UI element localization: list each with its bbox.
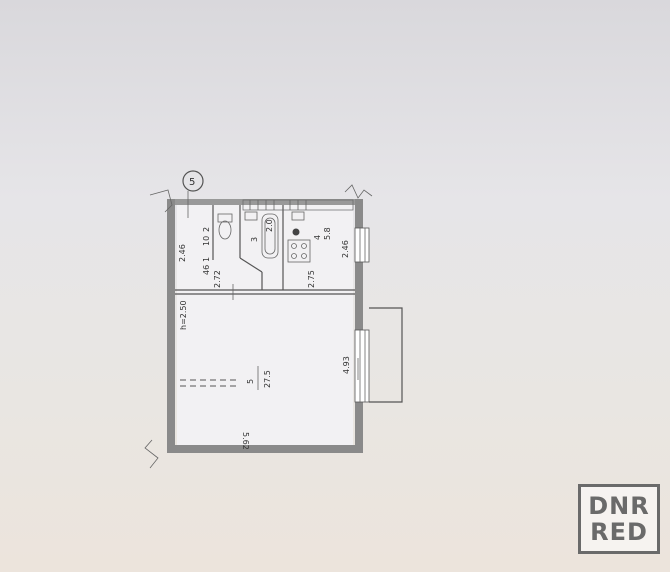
room-5-area: 27.5 [263,370,272,388]
room-4-area: 5.8 [323,227,332,240]
balcony [369,307,403,403]
room-4-number: 4 [313,235,322,240]
watermark-line-1: DNR [588,492,650,520]
room-2-area: 10 [202,236,211,246]
top-wall [175,199,355,205]
bottom-wall [167,445,363,453]
ceiling-height: h=2.50 [179,300,188,330]
axis-marker-circle [182,170,204,192]
room-depth-dim: 4.93 [342,356,351,374]
room-width-dim: 5.62 [241,432,250,450]
axis-marker-label: 5 [189,177,195,188]
gas-riser-icon [292,228,300,236]
room-window [354,329,370,403]
hall-width-dim: 2.46 [178,244,187,262]
right-wall [355,199,363,453]
left-wall [167,199,175,449]
kitchen-width-dim: 2.46 [341,240,350,258]
kitchen-sink-fixture [291,211,305,221]
room-3-area: 2.0 [265,219,274,232]
room-3-number: 3 [250,237,259,242]
break-line-top-right [344,184,373,199]
watermark-logo: DNR RED [578,484,660,554]
room-5-number: 5 [246,379,255,384]
kitchen-window [354,227,370,263]
break-line-bottom-left [144,439,159,469]
sink-fixture [244,211,258,221]
room-1-number: 1 [202,257,211,262]
toilet-fixture [217,213,233,240]
top-wall-hatch [242,199,354,211]
partition-diagonal [239,257,263,273]
corridor-right-dim: 2.75 [307,270,316,288]
bathtub-fixture [261,213,279,259]
room-1-area: 46 [202,265,211,275]
break-line-top-left [149,189,173,213]
corridor-left-dim: 2.72 [213,270,222,288]
watermark-line-2: RED [590,518,648,546]
room-2-number: 2 [202,227,211,232]
stove-fixture [287,239,311,263]
room-5-dashes [180,379,240,387]
